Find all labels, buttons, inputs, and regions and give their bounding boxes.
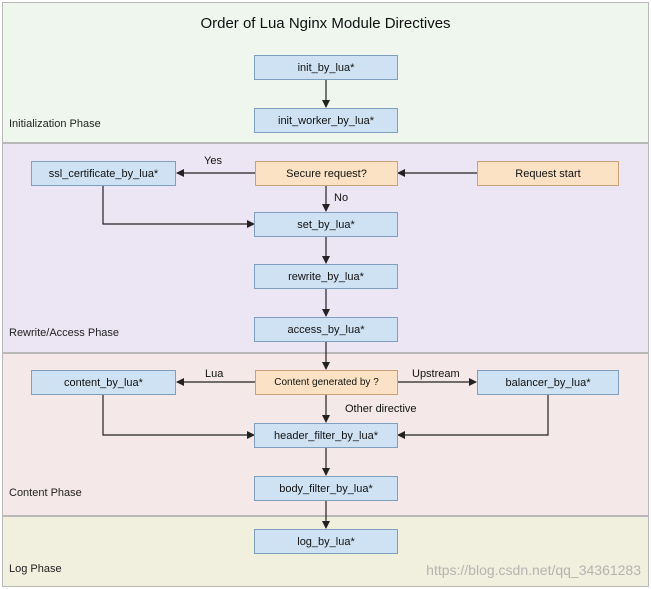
node-secure-request: Secure request?: [255, 161, 398, 186]
edge-label-no: No: [334, 192, 349, 204]
node-request-start: Request start: [477, 161, 619, 186]
node-content-generated-by: Content generated by ?: [255, 370, 398, 395]
node-log-by-lua: log_by_lua*: [254, 529, 398, 554]
diagram-title: Order of Lua Nginx Module Directives: [200, 15, 451, 32]
phase-label-log: Log Phase: [9, 563, 62, 575]
phase-label-content: Content Phase: [9, 487, 82, 499]
node-balancer-by-lua: balancer_by_lua*: [477, 370, 619, 395]
node-init-worker-by-lua: init_worker_by_lua*: [254, 108, 398, 133]
edge-label-other-directive: Other directive: [345, 403, 417, 415]
node-rewrite-by-lua: rewrite_by_lua*: [254, 264, 398, 289]
node-body-filter-by-lua: body_filter_by_lua*: [254, 476, 398, 501]
watermark: https://blog.csdn.net/qq_34361283: [426, 562, 641, 578]
node-ssl-certificate-by-lua: ssl_certificate_by_lua*: [31, 161, 176, 186]
edge-label-lua: Lua: [205, 368, 224, 380]
node-init-by-lua: init_by_lua*: [254, 55, 398, 80]
node-access-by-lua: access_by_lua*: [254, 317, 398, 342]
node-content-by-lua: content_by_lua*: [31, 370, 176, 395]
edge-label-upstream: Upstream: [412, 368, 460, 380]
edge-label-yes: Yes: [204, 155, 222, 167]
node-set-by-lua: set_by_lua*: [254, 212, 398, 237]
phase-label-rewrite-access: Rewrite/Access Phase: [9, 327, 120, 339]
node-header-filter-by-lua: header_filter_by_lua*: [254, 423, 398, 448]
phase-label-initialization: Initialization Phase: [9, 118, 101, 130]
